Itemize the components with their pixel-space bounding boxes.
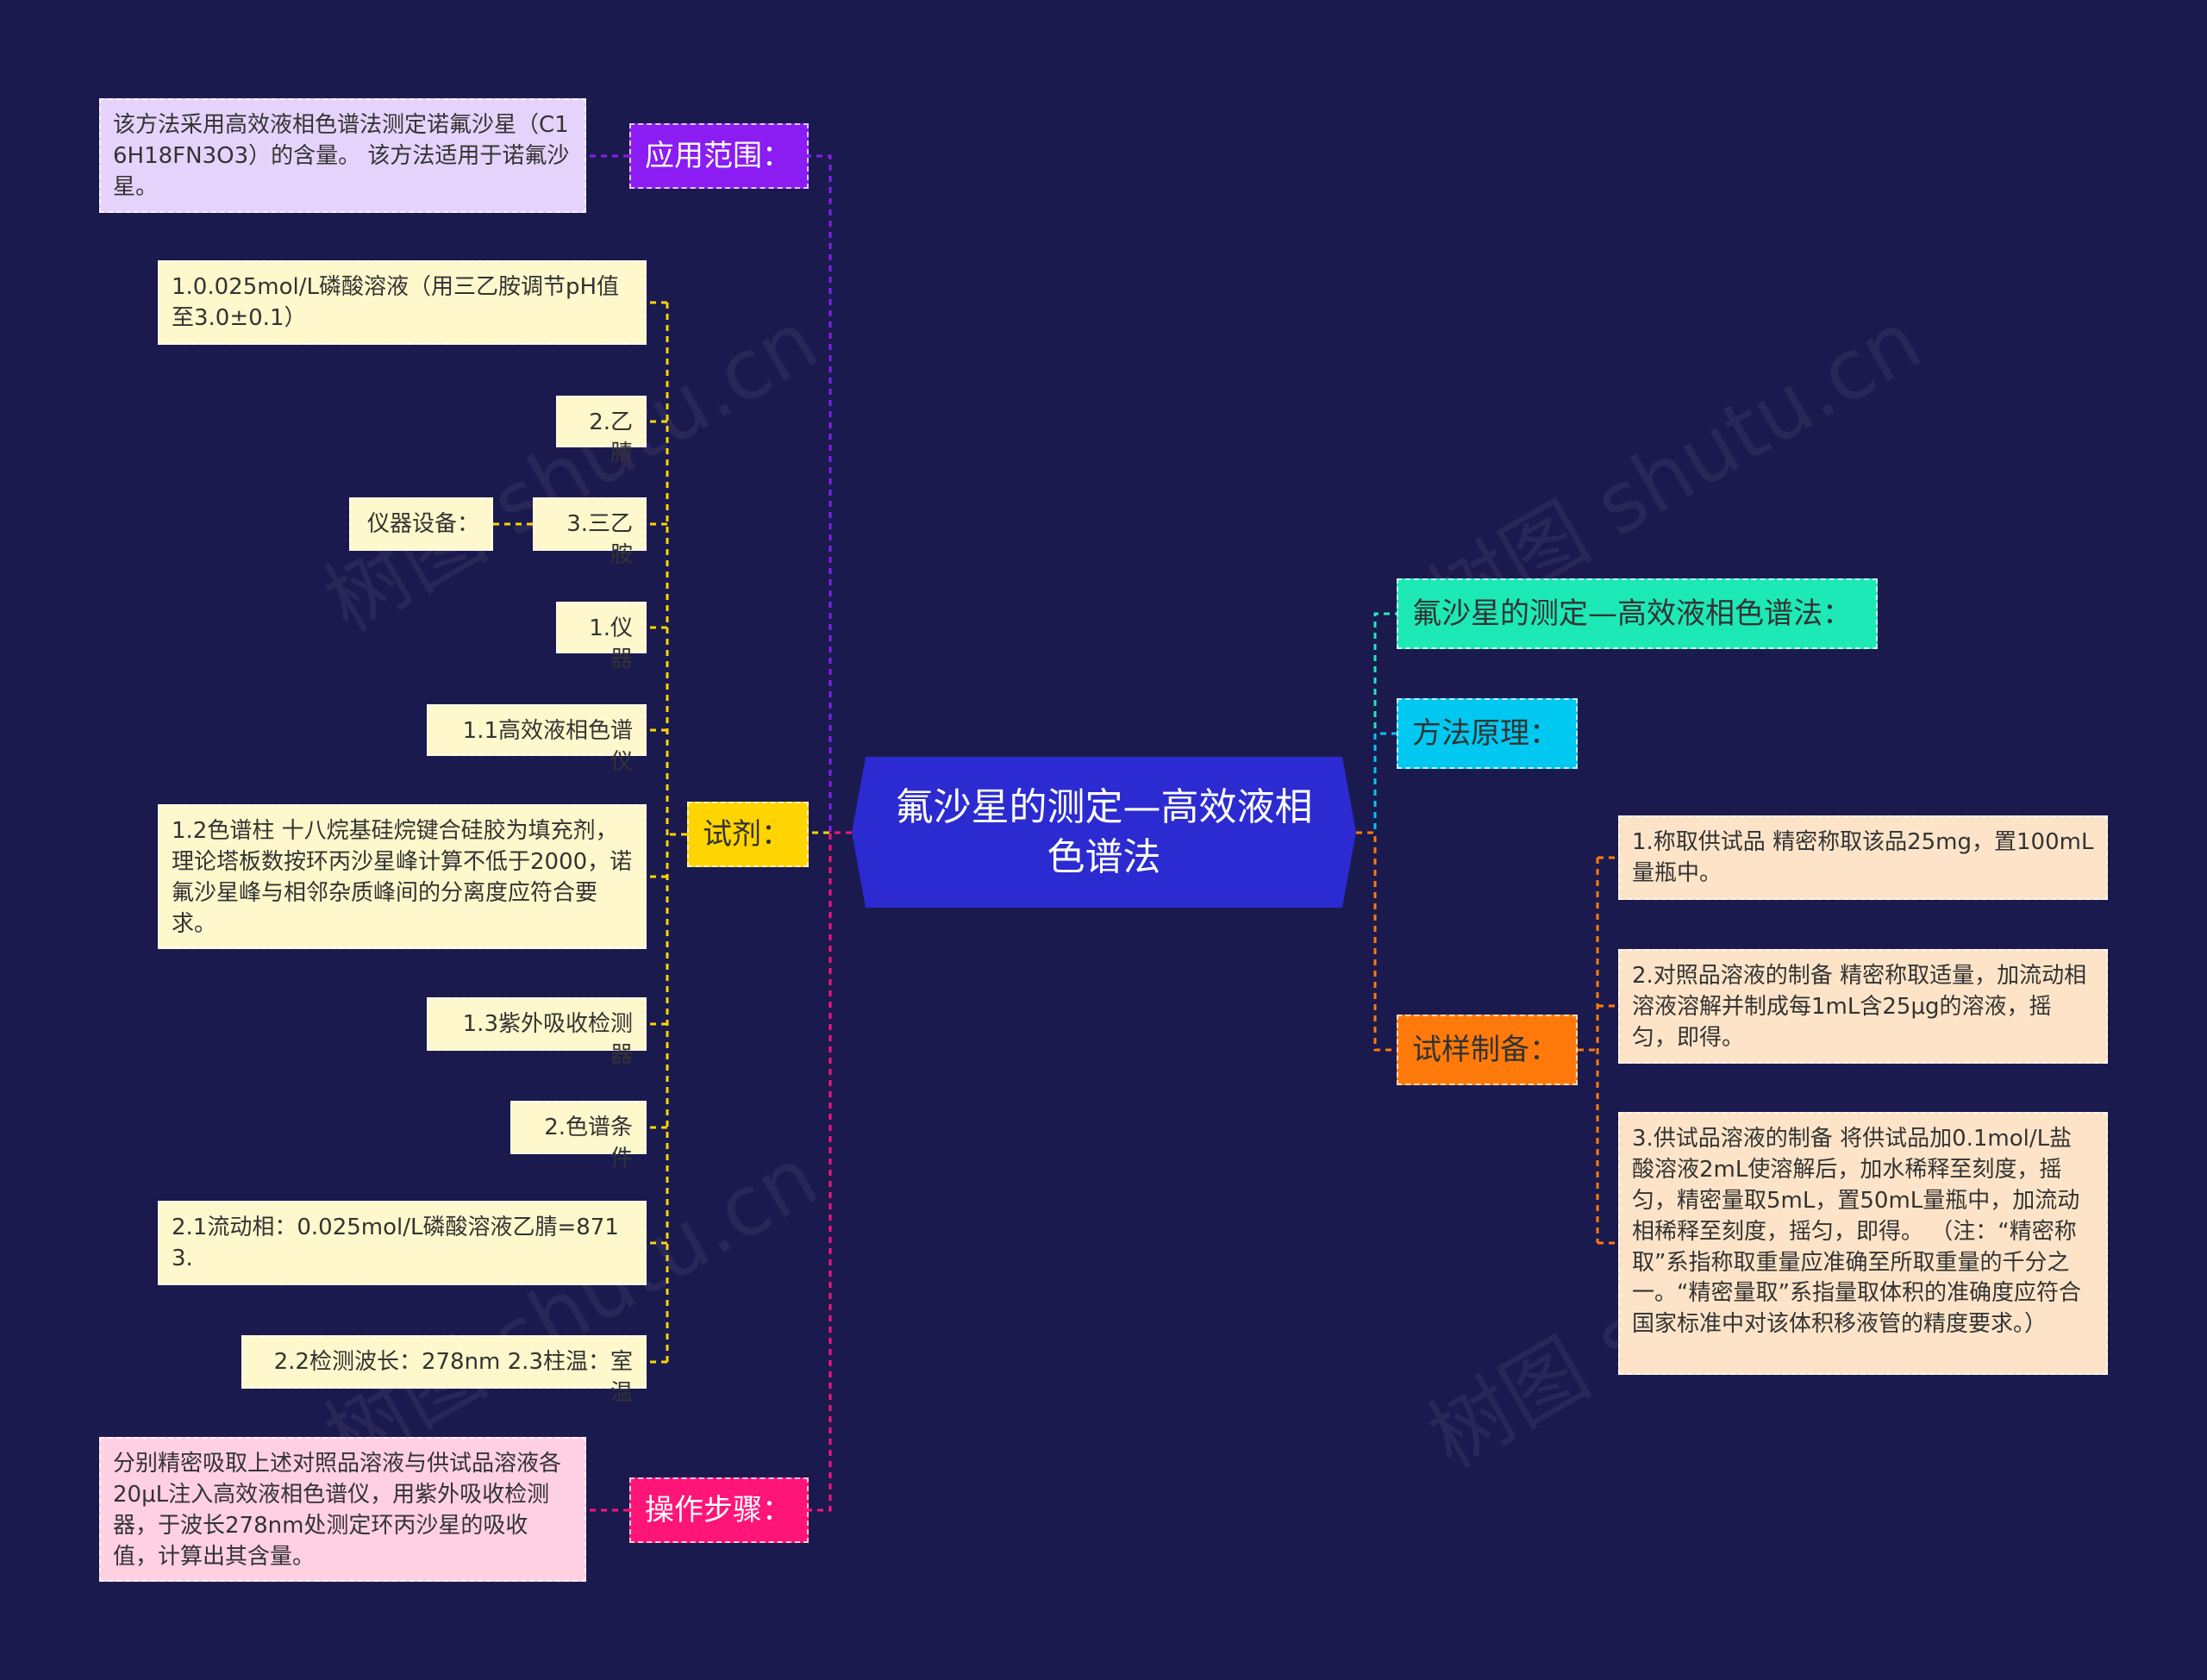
reagent-leaf-10: 2.2检测波长：278nm 2.3柱温：室温 [241, 1335, 647, 1406]
branch-sample[interactable]: 试样制备： [1397, 1015, 1578, 1085]
operation-leaf: 分别精密吸取上述对照品溶液与供试品溶液各20μL注入高效液相色谱仪，用紫外吸收检… [99, 1437, 586, 1582]
link-root-scope [809, 154, 852, 834]
reagent-leaf-8: 2.色谱条件 [510, 1101, 647, 1171]
branch-title[interactable]: 氟沙星的测定—高效液相色谱法： [1397, 578, 1878, 649]
reagent-leaf-4: 1.仪器 [556, 602, 647, 672]
link-root-sample [1356, 831, 1397, 1052]
sample-leaf-3: 3.供试品溶液的制备 将供试品加0.1mol/L盐酸溶液2mL使溶解后，加水稀释… [1618, 1112, 2108, 1375]
reagent-leaf-1: 1.0.025mol/L磷酸溶液（用三乙胺调节pH值至3.0±0.1） [158, 260, 647, 345]
branch-reagent[interactable]: 试剂： [687, 802, 809, 867]
sample-leaf-2: 2.对照品溶液的制备 精密称取适量，加流动相溶液溶解并制成每1mL含25μg的溶… [1618, 949, 2108, 1064]
branch-scope[interactable]: 应用范围： [629, 123, 809, 189]
sample-leaf-1: 1.称取供试品 精密称取该品25mg，置100mL量瓶中。 [1618, 815, 2108, 900]
scope-leaf: 该方法采用高效液相色谱法测定诺氟沙星（C16H18FN3O3）的含量。 该方法适… [99, 98, 586, 213]
reagent-leaf-2: 2.乙腈 [556, 396, 647, 466]
reagent-leaf-5: 1.1高效液相色谱仪 [427, 704, 647, 775]
reagent-leaf-6: 1.2色谱柱 十八烷基硅烷键合硅胶为填充剂，理论塔板数按环丙沙星峰计算不低于20… [158, 804, 647, 949]
reagent-leaf-9: 2.1流动相：0.025mol/L磷酸溶液乙腈=8713. [158, 1201, 647, 1285]
reagent-leaf-3: 3.三乙胺 [533, 497, 647, 568]
branch-principle[interactable]: 方法原理： [1397, 698, 1578, 769]
link-root-principle [1356, 732, 1397, 834]
reagent-leaf-7: 1.3紫外吸收检测器 [427, 997, 647, 1068]
link-root-operation [809, 831, 852, 1512]
root-node[interactable]: 氟沙星的测定—高效液相色谱法 [852, 757, 1356, 908]
branch-operation[interactable]: 操作步骤： [629, 1477, 809, 1543]
link-root-title [1356, 612, 1397, 834]
instrument-equipment-leaf: 仪器设备： [349, 497, 493, 551]
